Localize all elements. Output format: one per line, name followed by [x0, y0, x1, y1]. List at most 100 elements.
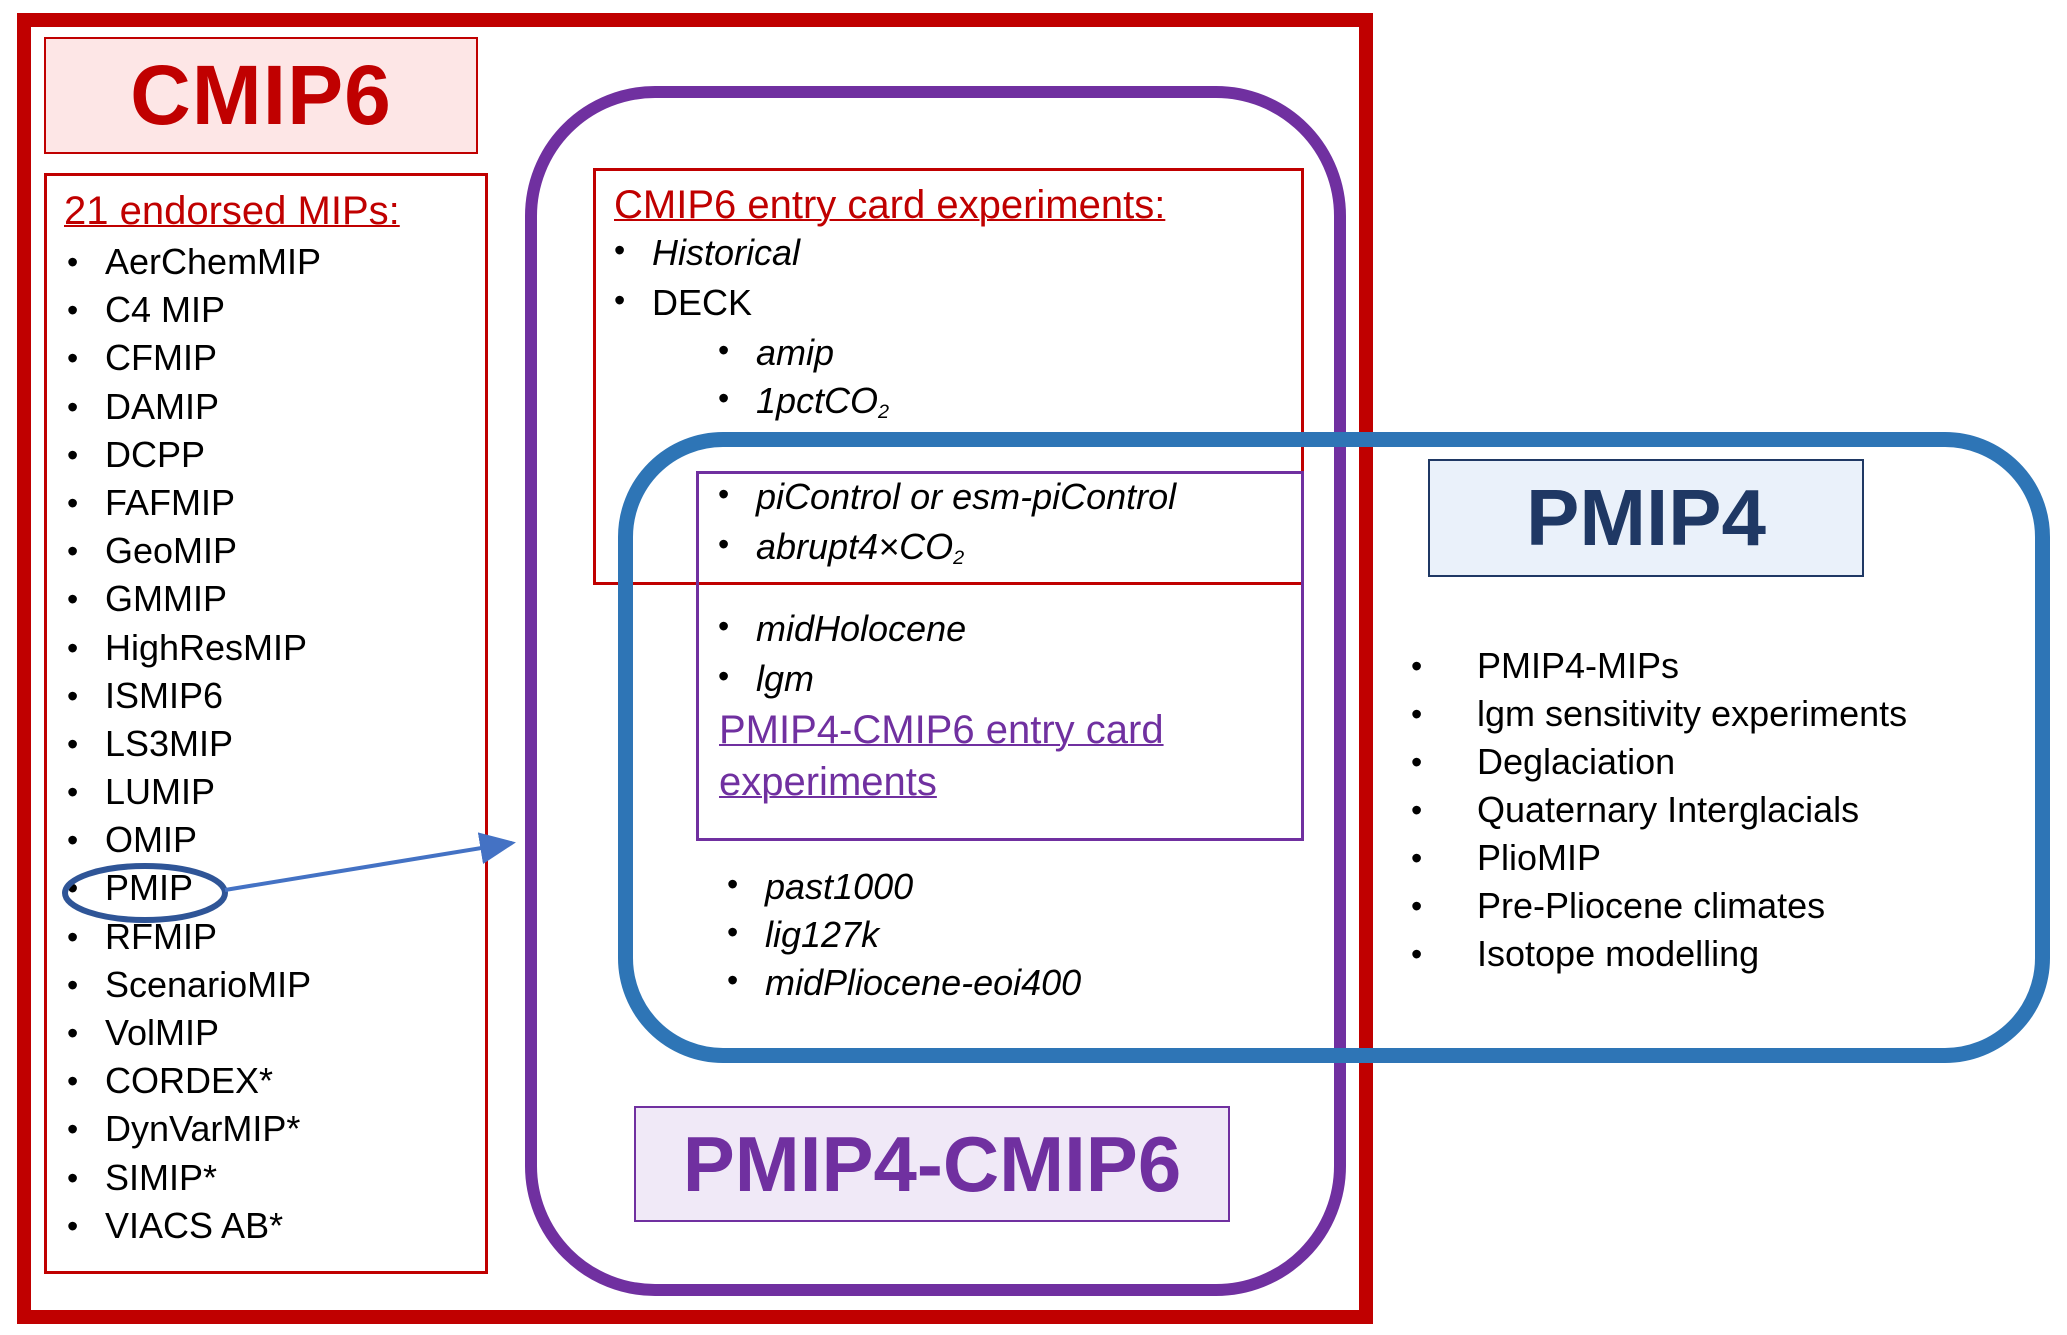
- bullet-icon: •: [1411, 936, 1423, 972]
- bullet-icon: •: [1411, 888, 1423, 924]
- pmip4-activity-item: •PMIP4-MIPs: [1405, 642, 1907, 690]
- bullet-icon: •: [67, 774, 79, 811]
- mip-item: •GeoMIP: [47, 527, 321, 575]
- bullet-icon: •: [718, 526, 730, 562]
- mip-name: CORDEX*: [105, 1060, 274, 1102]
- pmip4-title: PMIP4: [1525, 473, 1767, 562]
- mip-name: ISMIP6: [105, 674, 224, 716]
- pmip4-activity-item: • PlioMIP: [1405, 834, 1907, 882]
- pmip4-activity-name: Pre-Pliocene climates: [1477, 885, 1826, 926]
- bullet-icon: •: [718, 658, 730, 694]
- pmip4-activity-name: PlioMIP: [1477, 837, 1602, 878]
- pmip4-cmip6-entry-card-box: PMIP4-CMIP6 entry card experiments: [696, 471, 1304, 841]
- bullet-icon: •: [727, 866, 739, 902]
- pmip4-activity-item: •Deglaciation: [1405, 738, 1907, 786]
- bullet-icon: •: [67, 1159, 79, 1196]
- mip-item: •DynVarMIP*: [47, 1105, 321, 1153]
- pmip4-activity-name: Deglaciation: [1477, 741, 1676, 782]
- mip-item: •DAMIP: [47, 383, 321, 431]
- pmip4-activity-name: Quaternary Interglacials: [1477, 789, 1860, 830]
- pmip4-activity-item: • Pre-Pliocene climates: [1405, 882, 1907, 930]
- bullet-icon: •: [67, 822, 79, 859]
- pmip4-cmip6-title-box: PMIP4-CMIP6: [634, 1106, 1230, 1222]
- pmip4-activity-item: • Quaternary Interglacials: [1405, 786, 1907, 834]
- pmip4-cmip6-entry-card-label: PMIP4-CMIP6 entry card experiments: [719, 708, 1164, 804]
- pmip4-activity-name: lgm sensitivity experiments: [1477, 693, 1908, 734]
- bullet-icon: •: [67, 484, 79, 521]
- experiment-abrupt4xco2: • abrupt4×CO2: [718, 526, 965, 569]
- mip-name: DCPP: [105, 433, 206, 475]
- bullet-icon: •: [67, 629, 79, 666]
- mip-item: • FAFMIP: [47, 479, 321, 527]
- pmip4-activity-name: Isotope modelling: [1477, 933, 1760, 974]
- mip-item: • AerChemMIP: [47, 238, 321, 286]
- mip-item: • CFMIP: [47, 334, 321, 382]
- endorsed-mips-heading: 21 endorsed MIPs:: [64, 189, 400, 233]
- bullet-icon: •: [67, 677, 79, 714]
- mip-item: • CORDEX*: [47, 1057, 321, 1105]
- cmip6-title: CMIP6: [130, 48, 392, 142]
- mip-name: HighResMIP: [105, 626, 308, 668]
- bullet-icon: •: [67, 292, 79, 329]
- mip-item: • SIMIP*: [47, 1154, 321, 1202]
- mip-name: DynVarMIP*: [105, 1108, 301, 1150]
- bullet-icon: •: [718, 608, 730, 644]
- experiment-midpliocene-eoi400: • midPliocene-eoi400: [727, 962, 1082, 1003]
- experiment-lgm: • lgm: [718, 658, 815, 699]
- mip-item: • C4 MIP: [47, 286, 321, 334]
- bullet-icon: •: [67, 340, 79, 377]
- experiment-past1000: • past1000: [727, 866, 914, 907]
- bullet-icon: •: [1411, 648, 1423, 684]
- mip-item: •OMIP: [47, 816, 321, 864]
- bullet-icon: •: [67, 436, 79, 473]
- mip-name: LS3MIP: [105, 722, 234, 764]
- bullet-icon: •: [1411, 696, 1423, 732]
- cmip6-entry-card-box: CMIP6 entry card experiments:: [593, 168, 1304, 585]
- bullet-icon: •: [67, 966, 79, 1003]
- mip-item: •VolMIP: [47, 1009, 321, 1057]
- cmip6-frame: [17, 13, 1373, 1324]
- mip-name: CFMIP: [105, 337, 217, 379]
- cmip6-entry-card-heading: CMIP6 entry card experiments:: [614, 183, 1166, 227]
- mip-name: LUMIP: [105, 771, 216, 813]
- bullet-icon: •: [718, 332, 730, 368]
- mip-name: PMIP: [105, 867, 194, 909]
- bullet-icon: •: [67, 870, 79, 907]
- bullet-icon: •: [614, 282, 626, 318]
- experiment-historical: • Historical: [614, 232, 801, 273]
- mip-item: • ScenarioMIP: [47, 961, 321, 1009]
- mip-item: •GMMIP: [47, 575, 321, 623]
- mip-name: SIMIP*: [105, 1156, 218, 1198]
- endorsed-mips-list: •AerChemMIP•C4 MIP•CFMIP•DAMIP•DCPP•FAFM…: [47, 238, 321, 1250]
- mip-name: GeoMIP: [105, 530, 238, 572]
- bullet-icon: •: [67, 1207, 79, 1244]
- bullet-icon: •: [718, 380, 730, 416]
- mip-item: • DCPP: [47, 431, 321, 479]
- mip-name: VolMIP: [105, 1012, 220, 1053]
- mip-name: AerChemMIP: [105, 241, 322, 282]
- bullet-icon: •: [67, 388, 79, 425]
- experiment-1pctco2: • 1pctCO2: [718, 380, 890, 423]
- pmip4-cmip6-region: [525, 86, 1346, 1296]
- bullet-icon: •: [1411, 840, 1423, 876]
- pmip4-activity-item: • Isotope modelling: [1405, 930, 1907, 978]
- mip-name: FAFMIP: [105, 481, 236, 523]
- experiment-midholocene: • midHolocene: [718, 608, 967, 649]
- mip-name: ScenarioMIP: [105, 963, 312, 1005]
- bullet-icon: •: [718, 476, 730, 512]
- bullet-icon: •: [67, 1063, 79, 1100]
- mip-name: GMMIP: [105, 578, 227, 620]
- mip-item: • PMIP: [47, 864, 321, 912]
- mip-name: RFMIP: [105, 915, 217, 957]
- mip-item: •VIACS AB*: [47, 1202, 321, 1250]
- pmip4-activity-item: • lgm sensitivity experiments: [1405, 690, 1907, 738]
- bullet-icon: •: [67, 725, 79, 762]
- bullet-icon: •: [1411, 792, 1423, 828]
- experiment-deck: • DECK: [614, 282, 753, 323]
- cmip6-title-box: CMIP6: [44, 37, 478, 154]
- bullet-icon: •: [67, 244, 79, 280]
- mip-name: C4 MIP: [105, 289, 226, 331]
- experiment-lig127k: • lig127k: [727, 914, 880, 955]
- bullet-icon: •: [614, 232, 626, 268]
- bullet-icon: •: [727, 962, 739, 998]
